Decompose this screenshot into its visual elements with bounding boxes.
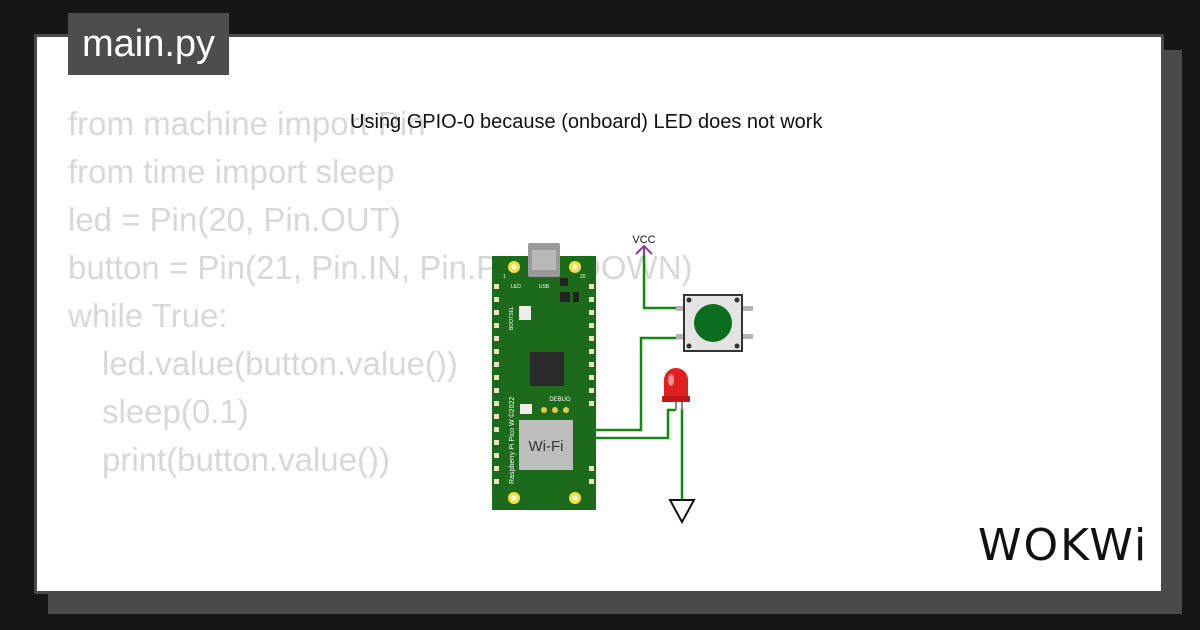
board-label: Raspberry Pi Pico W ©2022	[508, 397, 516, 484]
code-line: from machine import Pin	[68, 105, 426, 142]
vcc-symbol: VCC	[632, 234, 656, 256]
circuit-caption: Using GPIO-0 because (onboard) LED does …	[350, 111, 823, 133]
push-button[interactable]	[676, 294, 753, 352]
bootsel-label: BOOTSEL	[509, 306, 515, 330]
code-line: print(button.value())	[102, 441, 390, 478]
code-line: sleep(0.1)	[102, 393, 249, 430]
file-tab-main-py[interactable]: main.py	[68, 13, 230, 75]
code-line: led.value(button.value())	[102, 345, 458, 382]
pin1-label: 1	[503, 274, 506, 280]
wokwi-logo: WOKWi	[978, 520, 1149, 571]
debug-label: DEBUG	[549, 397, 571, 403]
wires	[594, 254, 684, 500]
red-led[interactable]	[662, 368, 690, 410]
vcc-label: VCC	[632, 234, 655, 246]
led-label: LED	[511, 284, 521, 290]
code-line: led = Pin(20, Pin.OUT)	[68, 201, 401, 238]
usb-label: USB	[539, 284, 550, 290]
code-line: from time import sleep	[68, 153, 395, 190]
project-card	[34, 34, 1164, 594]
pico-w-board[interactable]: Wi-Fi DEBUG LED USB 1 20 BOOTSEL Raspber…	[492, 243, 596, 510]
wifi-label: Wi-Fi	[529, 438, 564, 455]
code-line: while True:	[68, 297, 228, 334]
ground-symbol	[668, 499, 696, 525]
pin20-label: 20	[580, 274, 586, 280]
